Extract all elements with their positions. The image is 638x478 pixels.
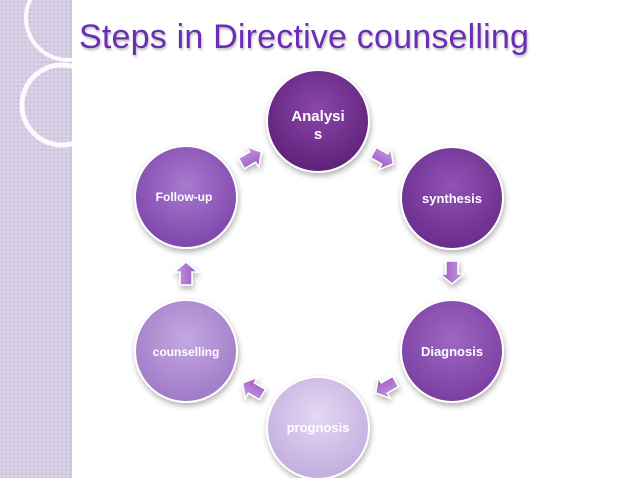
node-prognosis-circle bbox=[266, 376, 370, 478]
arrow-prognosis-to-counselling bbox=[241, 376, 267, 401]
arrow-diagnosis-to-prognosis bbox=[374, 375, 400, 400]
node-diagnosis-label: Diagnosis bbox=[421, 344, 483, 359]
slide-title: Steps in Directive counselling bbox=[79, 18, 530, 56]
node-prognosis-label: prognosis bbox=[287, 420, 350, 435]
decorative-circles bbox=[19, 0, 112, 148]
node-analysis-label-line1: Analysi bbox=[291, 108, 344, 125]
node-prognosis: prognosis bbox=[266, 376, 370, 478]
arrow-analysis-to-synthesis bbox=[369, 146, 395, 171]
node-counselling-label: counselling bbox=[153, 345, 220, 359]
node-diagnosis: Diagnosis bbox=[400, 299, 504, 403]
node-counselling: counselling bbox=[134, 299, 238, 403]
node-follow-up-label: Follow-up bbox=[156, 190, 213, 204]
node-follow-up: Follow-up bbox=[134, 145, 238, 249]
node-analysis: Analysi s bbox=[266, 69, 370, 173]
node-diagnosis-circle bbox=[400, 299, 504, 403]
slide-side-band bbox=[0, 0, 72, 478]
arrow-counselling-to-followup bbox=[171, 261, 201, 286]
node-follow-up-circle bbox=[134, 145, 238, 249]
arrow-synthesis-to-diagnosis bbox=[437, 260, 467, 285]
node-counselling-circle bbox=[134, 299, 238, 403]
node-synthesis: synthesis bbox=[400, 146, 504, 250]
arrow-followup-to-analysis bbox=[237, 145, 263, 170]
cycle-arrows bbox=[171, 145, 467, 401]
node-analysis-label-line2: s bbox=[314, 126, 322, 143]
node-analysis-circle bbox=[266, 69, 370, 173]
node-synthesis-label: synthesis bbox=[422, 191, 482, 206]
node-synthesis-circle bbox=[400, 146, 504, 250]
